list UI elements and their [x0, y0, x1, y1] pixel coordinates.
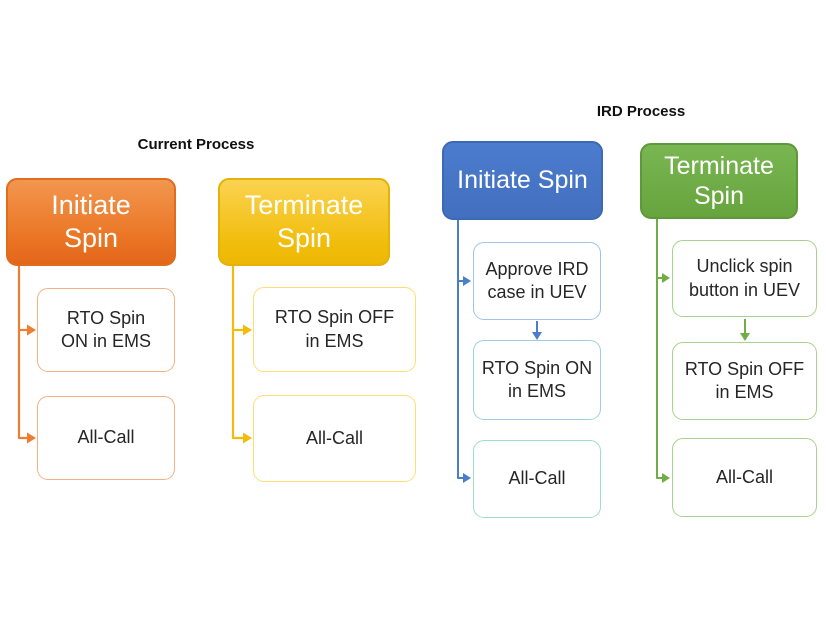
arrowhead [662, 273, 670, 283]
step-ird-unclick-spin: Unclick spin button in UEV [672, 240, 817, 317]
step-current-terminate-all-call: All-Call [253, 395, 416, 482]
arrowhead [463, 276, 471, 286]
arrowhead [243, 432, 252, 444]
header-current-initiate-spin: Initiate Spin [6, 178, 176, 266]
arrowhead [532, 332, 542, 340]
step-current-initiate-all-call: All-Call [37, 396, 175, 480]
step-current-rto-spin-off: RTO Spin OFF in EMS [253, 287, 416, 372]
connector-current-initiate [17, 264, 36, 444]
arrowhead [662, 473, 670, 483]
connector-current-terminate [231, 264, 252, 444]
current-process-title: Current Process [137, 136, 255, 153]
header-ird-terminate-spin: Terminate Spin [640, 143, 798, 219]
step-ird-rto-spin-on: RTO Spin ON in EMS [473, 340, 601, 420]
arrowhead [27, 324, 36, 336]
arrowhead [740, 333, 750, 341]
header-ird-initiate-spin: Initiate Spin [442, 141, 603, 220]
step-ird-rto-spin-off: RTO Spin OFF in EMS [672, 342, 817, 420]
arrowhead [243, 324, 252, 336]
step-ird-approve-case: Approve IRD case in UEV [473, 242, 601, 320]
arrowhead [27, 432, 36, 444]
ird-process-title: IRD Process [596, 103, 686, 120]
step-current-rto-spin-on: RTO Spin ON in EMS [37, 288, 175, 372]
arrowhead [463, 473, 471, 483]
header-current-terminate-spin: Terminate Spin [218, 178, 390, 266]
step-ird-terminate-all-call: All-Call [672, 438, 817, 517]
step-ird-initiate-all-call: All-Call [473, 440, 601, 518]
